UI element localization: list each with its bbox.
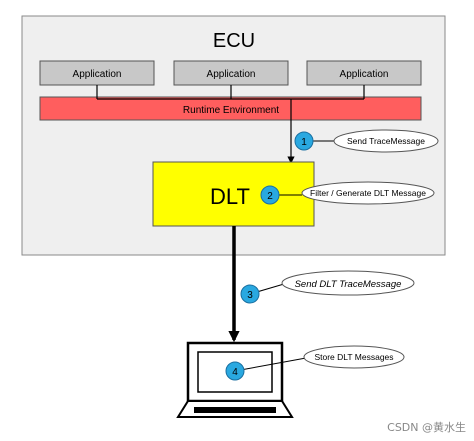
step-4-connector <box>234 357 307 372</box>
step-3-label: Send DLT TraceMessage <box>295 279 402 290</box>
application-label-2: Application <box>207 69 256 80</box>
step-3-bubble <box>281 270 415 296</box>
step-4-label: Store DLT Messages <box>314 352 393 362</box>
step-1-number: 1 <box>301 137 307 148</box>
watermark: CSDN @黄水生 <box>387 421 466 434</box>
step-4-badge <box>225 361 245 381</box>
step-1-bubble <box>333 129 439 153</box>
application-connectors <box>96 85 365 164</box>
application-label-1: Application <box>73 69 122 80</box>
runtime-environment-label: Runtime Environment <box>183 105 279 116</box>
step-2-bubble <box>301 181 435 205</box>
application-box-3 <box>306 60 422 86</box>
step-1-badge <box>294 131 314 151</box>
dlt-label: DLT <box>210 184 250 209</box>
step-3-number: 3 <box>247 290 253 301</box>
step-4-number: 4 <box>232 367 238 378</box>
application-label-3: Application <box>340 69 389 80</box>
step-2-badge <box>260 185 280 205</box>
step-1-label: Send TraceMessage <box>347 136 425 146</box>
step-2-number: 2 <box>267 191 273 202</box>
step-2-label: Filter / Generate DLT Message <box>310 188 426 198</box>
application-box-1 <box>39 60 155 86</box>
ecu-label: ECU <box>213 30 255 52</box>
step-4-bubble <box>303 345 405 369</box>
step-3-badge <box>240 284 260 304</box>
